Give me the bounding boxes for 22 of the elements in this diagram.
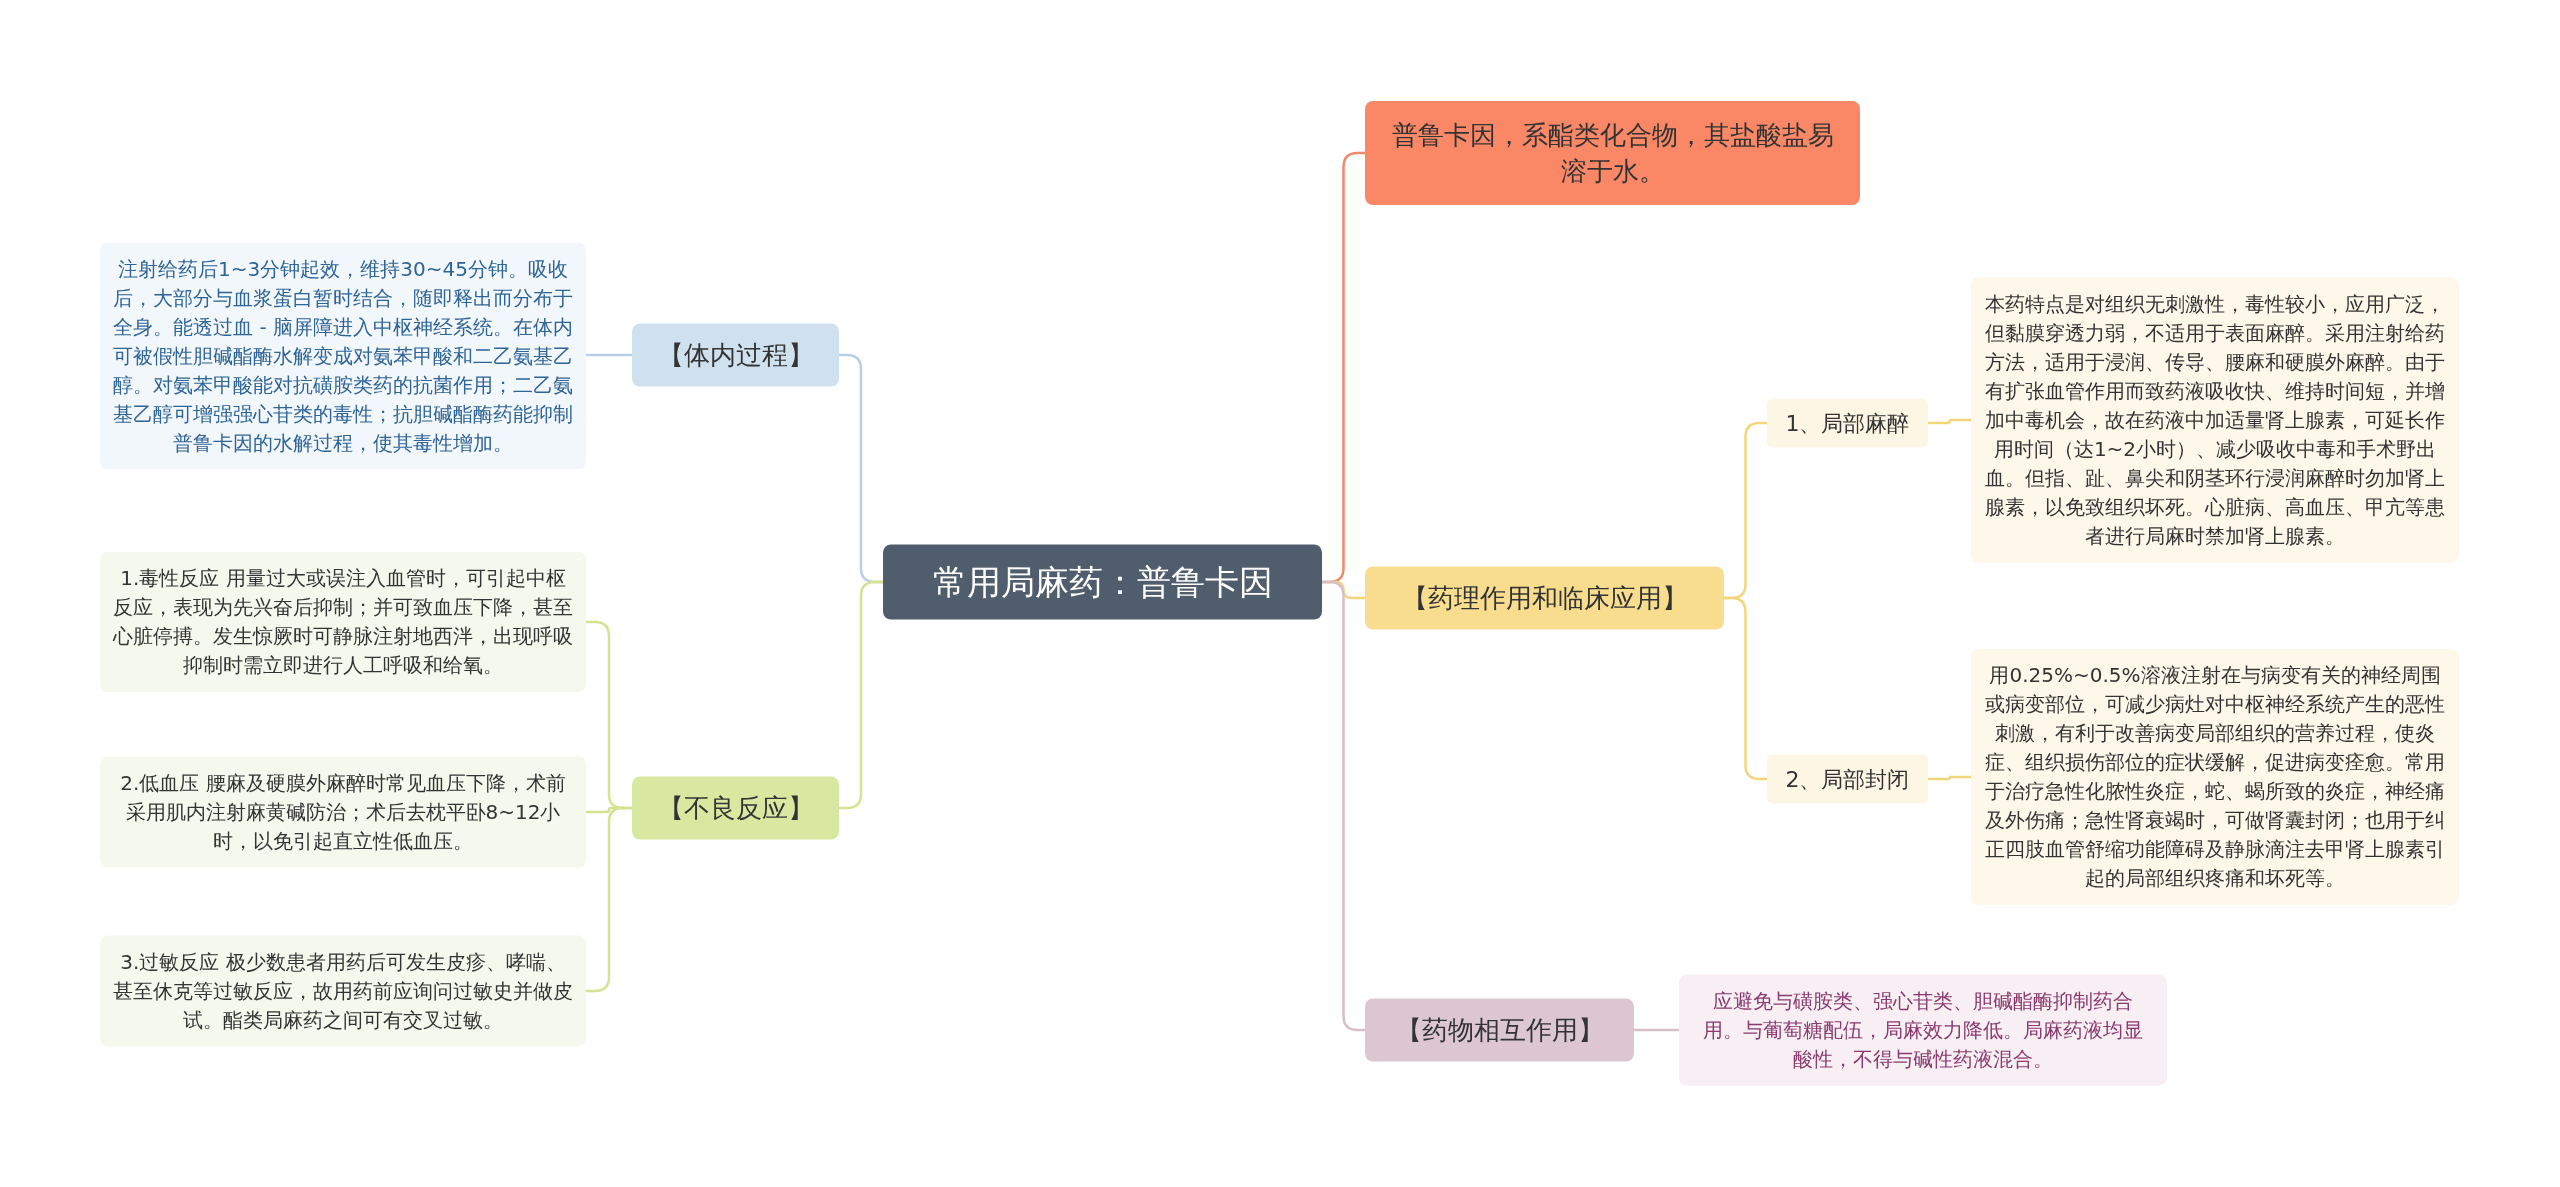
detail-note: 用0.25%~0.5%溶液注射在与病变有关的神经周围或病变部位，可减少病灶对中枢神经系统产生的恶性刺激，有利于改善病变局部组织的营养过程，使炎症、组织损伤部位的症状缓解，促进病变痊愈。常用于治疗急性化脓性炎症，蛇、蝎所致的炎症，神经痛及外伤痛；急性肾衰竭时，可做肾囊封闭；也用于纠正四肢血管舒缩功能障碍及静脉滴注去甲肾上腺素引起的局部组织疼痛和坏死等。 [1971, 649, 2459, 905]
central-topic: 常用局麻药：普鲁卡因 [883, 544, 1322, 620]
detail-note: 注射给药后1~3分钟起效，维持30~45分钟。吸收后，大部分与血浆蛋白暂时结合，随即释出而分布于全身。能透过血 - 脑屏障进入中枢神经系统。在体内可被假性胆碱酯酶水解变成对氨苯甲酸和二乙氨基乙醇。对氨苯甲酸能对抗磺胺类药的抗菌作用；二乙氨基乙醇可增强强心苷类的毒性；抗胆碱酯酶药能抑制普鲁卡因的水解过程，使其毒性增加。 [100, 242, 586, 470]
branch-topic: 【不良反应】 [632, 776, 839, 840]
detail-note: 1.毒性反应 用量过大或误注入血管时，可引起中枢反应，表现为先兴奋后抑制；并可致血压下降，甚至心脏停搏。发生惊厥时可静脉注射地西泮，出现呼吸抑制时需立即进行人工呼吸和给氧。 [100, 552, 586, 692]
detail-note: 应避免与磺胺类、强心苷类、胆碱酯酶抑制药合用。与葡萄糖配伍，局麻效力降低。局麻药液均显酸性，不得与碱性药液混合。 [1679, 974, 2167, 1086]
detail-note: 本药特点是对组织无刺激性，毒性较小，应用广泛，但黏膜穿透力弱，不适用于表面麻醉。采用注射给药方法，适用于浸润、传导、腰麻和硬膜外麻醉。由于有扩张血管作用而致药液吸收快、维持时间短，并增加中毒机会，故在药液中加适量肾上腺素，可延长作用时间（达1~2小时）、减少吸收中毒和手术野出血。但指、趾、鼻尖和阴茎环行浸润麻醉时勿加肾上腺素，以免致组织坏死。心脏病、高血压、甲亢等患者进行局麻时禁加肾上腺素。 [1971, 277, 2459, 563]
connector-line [1322, 580, 1365, 1032]
subtopic-label: 1、局部麻醉 [1767, 398, 1928, 448]
subtopic-label: 2、局部封闭 [1767, 754, 1928, 804]
detail-note: 2.低血压 腰麻及硬膜外麻醉时常见血压下降，术前采用肌内注射麻黄碱防治；术后去枕平卧8~12小时，以免引起直立性低血压。 [100, 756, 586, 868]
connector-line [586, 353, 632, 357]
connector-line [1724, 596, 1767, 781]
connector-line [1928, 775, 1971, 781]
branch-topic: 【药物相互作用】 [1365, 998, 1634, 1062]
connector-line [839, 580, 883, 810]
branch-topic: 【药理作用和临床应用】 [1365, 566, 1724, 630]
branch-topic: 普鲁卡因，系酯类化合物，其盐酸盐易溶于水。 [1365, 101, 1860, 205]
detail-note: 3.过敏反应 极少数患者用药后可发生皮疹、哮喘、甚至休克等过敏反应，故用药前应询问过敏史并做皮试。酯类局麻药之间可有交叉过敏。 [100, 935, 586, 1047]
connector-line [1928, 418, 1971, 425]
connector-line [1634, 1028, 1679, 1032]
branch-topic: 【体内过程】 [632, 323, 839, 387]
